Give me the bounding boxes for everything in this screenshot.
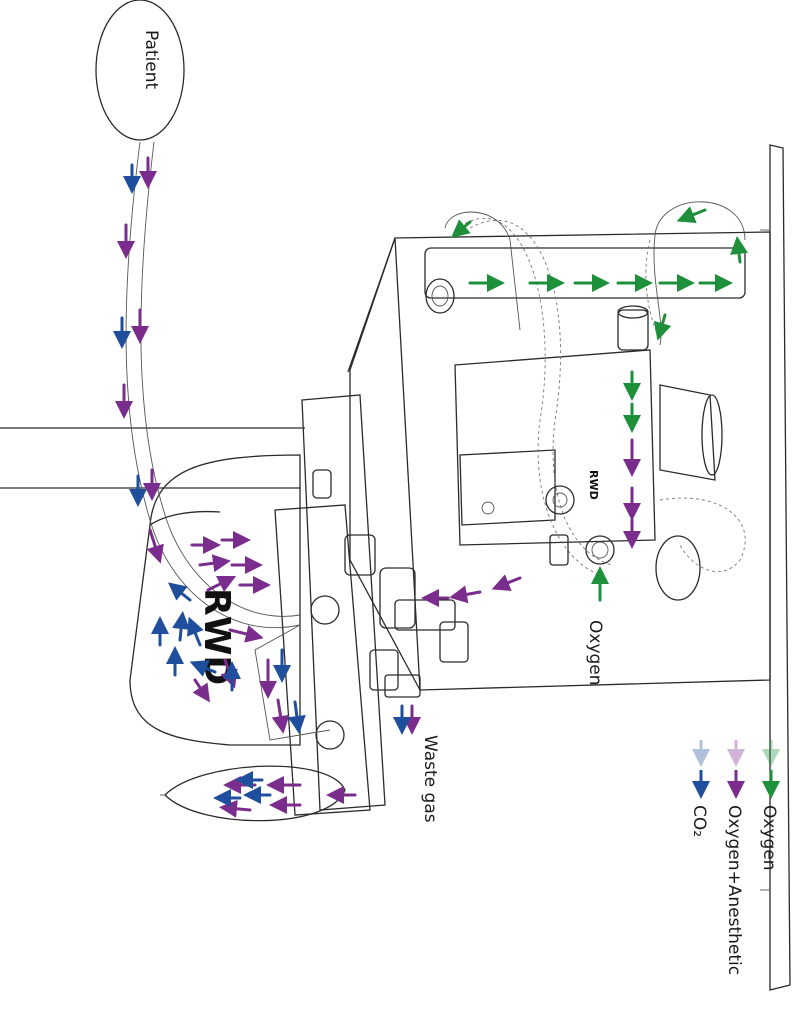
legend-co2-label: CO₂	[689, 805, 709, 837]
internal-tubing	[454, 217, 746, 576]
legend-oxygen-anesthetic: Oxygen+Anesthetic	[724, 740, 745, 975]
co2-arrow	[172, 611, 191, 642]
vaporizer-fitting	[545, 485, 575, 515]
vaporizer	[454, 349, 723, 546]
oxygen-inlet-label: Oxygen	[585, 620, 605, 686]
oxygen-inlet-fitting	[549, 534, 701, 601]
brand-logo-small: RWD	[587, 470, 600, 500]
waste-gas-label: Waste gas	[420, 735, 440, 823]
oxygen-tube-loop	[444, 201, 746, 346]
machine-body	[347, 231, 771, 691]
induction-chamber	[129, 454, 301, 746]
legend-co2: CO₂	[689, 740, 710, 837]
control-knob	[617, 305, 649, 351]
legend-oxygen-label: Oxygen	[759, 805, 779, 871]
anesthetic-arrow	[491, 574, 522, 592]
anesthetic-arrow	[198, 554, 231, 573]
oxygen-arrow	[676, 206, 707, 224]
anesthetic-arrow	[449, 585, 482, 604]
anesthetic-arrow	[271, 698, 290, 734]
anesthetic-arrow	[219, 799, 252, 818]
anesthetic-arrow	[206, 575, 237, 593]
anesthetic-arrow	[228, 625, 264, 643]
flow-arrows	[113, 156, 748, 818]
legend-anesthetic-label: Oxygen+Anesthetic	[724, 805, 744, 975]
patient: Patient	[95, 0, 185, 141]
co2-flow-arrows	[113, 163, 411, 807]
oxygen-arrow	[653, 313, 672, 341]
patient-label: Patient	[141, 30, 161, 90]
legend: Oxygen Oxygen+Anesthetic CO₂	[689, 740, 780, 975]
co2-arrow	[189, 660, 217, 677]
oxygen-arrow	[730, 236, 748, 264]
oxygen-arrow	[451, 219, 472, 238]
anesthetic-arrow	[146, 528, 164, 564]
co2-arrow	[186, 616, 204, 647]
anesthetic-flow-arrows	[115, 156, 641, 818]
co2-arrow	[287, 700, 306, 734]
flowmeter-tube	[424, 247, 746, 314]
mounting-plate	[760, 144, 791, 991]
co2-arrow	[167, 582, 192, 602]
manifold-block	[274, 394, 386, 816]
reservoir-bag	[160, 765, 346, 822]
anesthetic-arrow	[192, 678, 210, 703]
oxygen-flow-arrows	[451, 206, 748, 602]
legend-oxygen: Oxygen	[759, 740, 780, 871]
